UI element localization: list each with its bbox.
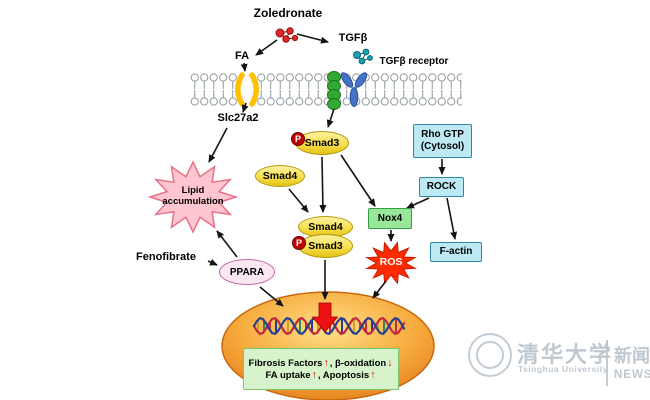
tgfb-label: TGFβ [338, 32, 368, 44]
up-arrow-icon: ↑ [323, 357, 329, 369]
watermark-news-en: NEWS [614, 369, 650, 381]
watermark-university-cn: 清华大学 [517, 342, 614, 367]
watermark-divider [606, 340, 608, 386]
fibrosis-factors-label: Fibrosis Factors [248, 358, 323, 369]
arrow-smad3-to-complex [319, 156, 327, 213]
watermark-university-en: Tsinghua University [518, 364, 609, 374]
fa-uptake-label: FA uptake [265, 370, 311, 381]
fenofibrate-label: Fenofibrate [136, 251, 196, 263]
phospho-p-badge-complex: P [292, 236, 306, 250]
tsinghua-logo-icon [468, 333, 512, 377]
zoledronate-molecule-icon [275, 27, 299, 43]
arrow-fenofibrate-to-ppara [207, 258, 218, 266]
rho-gtp-box: Rho GTP (Cytosol) [413, 124, 472, 158]
up-arrow-icon: ↑ [311, 369, 317, 381]
tsinghua-logo-inner-ring [476, 341, 504, 369]
nucleus-effects-box: Fibrosis Factors↑, β-oxidation↓ FA uptak… [243, 348, 399, 390]
smad4-oval: Smad4 [255, 165, 305, 187]
watermark-news-cn: 新闻 [614, 346, 650, 366]
arrow-rock-to-factin [446, 197, 458, 240]
lipid-accumulation-line1: Lipid [181, 185, 205, 196]
cell-membrane [190, 73, 462, 106]
ros-label: ROS [379, 256, 403, 268]
fa-label: FA [234, 50, 250, 62]
arrow-rock-to-nox4 [406, 197, 430, 209]
arrow-smad4-to-complex [288, 188, 309, 213]
ros-starburst [365, 241, 417, 285]
rho-gtp-line1: Rho GTP [421, 129, 464, 140]
arrow-fa-to-channel [240, 62, 248, 72]
arrow-ros-to-nucleus [372, 280, 387, 299]
arrow-zoledronate-to-fa [255, 39, 278, 56]
effects-line-2: FA uptake↑, Apoptosis↑ [266, 369, 377, 381]
up-arrow-icon: ↑ [370, 369, 376, 381]
arrow-ppara-to-lipid [216, 230, 238, 258]
tgfb-receptor-label: TGFβ receptor [379, 56, 449, 67]
lipid-accumulation-starburst [147, 160, 239, 234]
rho-gtp-line2: (Cytosol) [420, 141, 465, 152]
f-actin-box: F-actin [430, 242, 482, 262]
arrow-ppara-to-nucleus [259, 286, 284, 307]
smad-complex-smad4-oval: Smad4 [298, 216, 353, 238]
arrow-zoledronate-to-tgfb [296, 33, 329, 44]
rock-box: ROCK [419, 177, 464, 197]
nox4-box: Nox4 [368, 208, 412, 229]
phospho-p-badge: P [291, 132, 305, 146]
ppara-oval: PPARA [219, 259, 275, 285]
nuclear-translocation-red-arrow [311, 302, 339, 333]
fa-transporter-channel-icon [235, 72, 259, 107]
lipid-accumulation-line2: accumulation [162, 195, 224, 207]
effects-line-1: Fibrosis Factors↑, β-oxidation↓ [249, 357, 394, 369]
arrow-slc27a2-to-lipid [208, 127, 228, 163]
arrow-receptor-to-smad3 [326, 108, 335, 128]
arrow-channel-to-slc27a2 [241, 102, 249, 113]
beta-oxidation-label: , β-oxidation [329, 358, 387, 369]
tgfb-receptor-blue-icon [340, 72, 368, 107]
tgfb-receptor-green-icon [327, 71, 341, 110]
smad-complex-smad3-oval: Smad3 [298, 234, 353, 258]
zoledronate-label: Zoledronate [253, 6, 323, 20]
slc27a2-label: Slc27a2 [217, 112, 259, 124]
arrow-smad3-to-nox4 [340, 154, 376, 207]
down-arrow-icon: ↓ [387, 357, 393, 369]
tgfb-molecule-icon [353, 48, 373, 65]
apoptosis-label: , Apoptosis [317, 370, 370, 381]
lipid-accumulation-label: Lipid accumulation [156, 185, 230, 207]
